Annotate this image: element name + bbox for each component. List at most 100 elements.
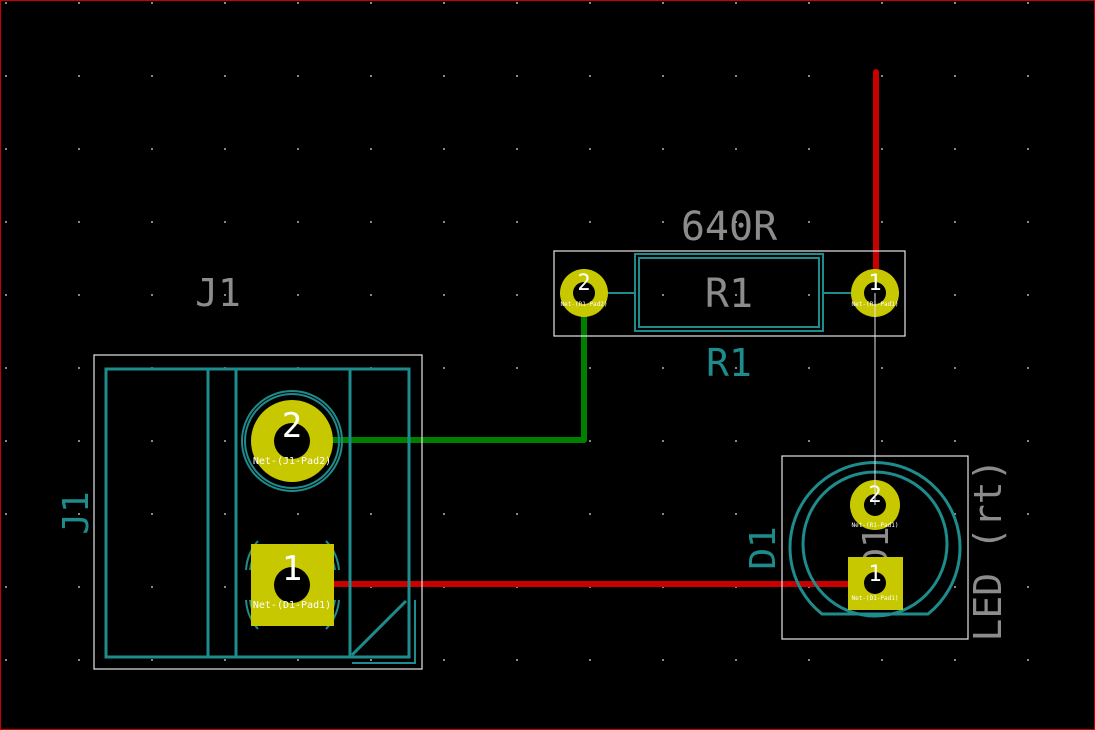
grid-dot-icon bbox=[516, 148, 518, 150]
grid-dot-icon bbox=[1027, 513, 1029, 515]
grid-dot-icon bbox=[735, 367, 737, 369]
grid-dot-icon bbox=[881, 2, 883, 4]
r1-pad1-number: 1 bbox=[868, 271, 881, 296]
grid-dot-icon bbox=[735, 294, 737, 296]
grid-dot-icon bbox=[443, 221, 445, 223]
footprint-r1[interactable]: 640R R1 R1 2 Net-(R1-Pad2) 1 Net-(R1-Pad… bbox=[553, 204, 906, 385]
grid-dot-icon bbox=[954, 221, 956, 223]
grid-dot-icon bbox=[5, 659, 7, 661]
j1-pad-1[interactable]: 1 Net-(D1-Pad1) bbox=[251, 544, 334, 626]
grid-dot-icon bbox=[589, 75, 591, 77]
grid-dot-icon bbox=[589, 367, 591, 369]
grid-dot-icon bbox=[443, 367, 445, 369]
j1-fab-outline bbox=[104, 367, 411, 659]
grid-dot-icon bbox=[954, 586, 956, 588]
d1-pad-1[interactable]: 1 Net-(D1-Pad1) bbox=[848, 557, 903, 610]
grid-dot-icon bbox=[589, 148, 591, 150]
grid-dot-icon bbox=[5, 221, 7, 223]
track-back-j1-r1[interactable] bbox=[292, 293, 587, 443]
grid-dot-icon bbox=[370, 659, 372, 661]
r1-fab-outline bbox=[605, 253, 852, 332]
grid-dot-icon bbox=[954, 2, 956, 4]
grid-dot-icon bbox=[370, 2, 372, 4]
grid-dot-icon bbox=[5, 440, 7, 442]
grid-dot-icon bbox=[589, 513, 591, 515]
grid-dot-icon bbox=[954, 148, 956, 150]
grid-dot-icon bbox=[808, 440, 810, 442]
grid-dot-icon bbox=[443, 294, 445, 296]
grid-dot-icon bbox=[516, 659, 518, 661]
grid-dot-icon bbox=[1027, 367, 1029, 369]
grid-dot-icon bbox=[662, 148, 664, 150]
grid-dot-icon bbox=[1027, 440, 1029, 442]
grid-dot-icon bbox=[78, 586, 80, 588]
grid-dot-icon bbox=[735, 440, 737, 442]
grid-dot-icon bbox=[78, 440, 80, 442]
grid-dot-icon bbox=[224, 659, 226, 661]
grid-dot-icon bbox=[516, 75, 518, 77]
grid-dot-icon bbox=[954, 659, 956, 661]
grid-dot-icon bbox=[1027, 659, 1029, 661]
grid-dot-icon bbox=[370, 221, 372, 223]
grid-dot-icon bbox=[370, 75, 372, 77]
grid-dot-icon bbox=[297, 513, 299, 515]
grid-dot-icon bbox=[370, 148, 372, 150]
grid-dot-icon bbox=[881, 367, 883, 369]
grid-dot-icon bbox=[735, 513, 737, 515]
grid-dot-icon bbox=[662, 221, 664, 223]
grid-dot-icon bbox=[881, 221, 883, 223]
grid-dot-icon bbox=[78, 513, 80, 515]
r1-pad-2[interactable]: 2 Net-(R1-Pad2) bbox=[560, 269, 608, 317]
grid-dot-icon bbox=[443, 2, 445, 4]
grid-dot-icon bbox=[297, 148, 299, 150]
grid-dot-icon bbox=[151, 513, 153, 515]
grid-dot-icon bbox=[443, 75, 445, 77]
grid-dot-icon bbox=[224, 2, 226, 4]
grid-dot-icon bbox=[78, 294, 80, 296]
grid-dot-icon bbox=[808, 659, 810, 661]
grid-dot-icon bbox=[808, 148, 810, 150]
d1-pad1-net: Net-(D1-Pad1) bbox=[852, 595, 899, 602]
j1-pad2-net: Net-(J1-Pad2) bbox=[253, 456, 331, 467]
grid-dot-icon bbox=[5, 148, 7, 150]
r1-pad2-number: 2 bbox=[577, 271, 590, 296]
r1-pad2-net: Net-(R1-Pad2) bbox=[561, 301, 608, 308]
grid-dot-icon bbox=[808, 2, 810, 4]
grid-dot-icon bbox=[443, 659, 445, 661]
r1-value-label: 640R bbox=[681, 204, 778, 250]
grid-dot-icon bbox=[1027, 221, 1029, 223]
grid-dot-icon bbox=[735, 2, 737, 4]
grid-dot-icon bbox=[297, 2, 299, 4]
grid-dot-icon bbox=[881, 75, 883, 77]
r1-fab-label: R1 bbox=[705, 271, 753, 317]
grid-dot-icon bbox=[662, 367, 664, 369]
grid-dot-icon bbox=[151, 659, 153, 661]
r1-reference-label: R1 bbox=[706, 341, 752, 385]
j1-reference-label: J1 bbox=[56, 491, 97, 534]
grid-dot-icon bbox=[662, 659, 664, 661]
grid-dot-icon bbox=[151, 2, 153, 4]
grid-dot-icon bbox=[1027, 2, 1029, 4]
grid-dot-icon bbox=[370, 294, 372, 296]
grid-dot-icon bbox=[735, 221, 737, 223]
footprint-d1[interactable]: LED (rt) D1 D1 2 Net-(R1-Pad1) 1 Net-(D1… bbox=[743, 455, 1010, 642]
grid-dot-icon bbox=[5, 367, 7, 369]
grid-dot-icon bbox=[808, 221, 810, 223]
grid-dot-icon bbox=[224, 148, 226, 150]
grid-dot-icon bbox=[78, 221, 80, 223]
grid-dot-icon bbox=[5, 75, 7, 77]
grid-dot-icon bbox=[662, 513, 664, 515]
grid-dot-icon bbox=[151, 221, 153, 223]
grid-dot-icon bbox=[954, 294, 956, 296]
grid-dot-icon bbox=[78, 367, 80, 369]
grid-dot-icon bbox=[516, 367, 518, 369]
grid-dot-icon bbox=[78, 2, 80, 4]
grid-dot-icon bbox=[297, 294, 299, 296]
grid-dot-icon bbox=[881, 659, 883, 661]
grid-dot-icon bbox=[443, 513, 445, 515]
j1-pad-2[interactable]: 2 Net-(J1-Pad2) bbox=[251, 400, 333, 482]
footprint-j1[interactable]: J1 J1 2 Net-(J1-Pad2) 1 Net-(D1-Pad1) bbox=[56, 271, 423, 670]
